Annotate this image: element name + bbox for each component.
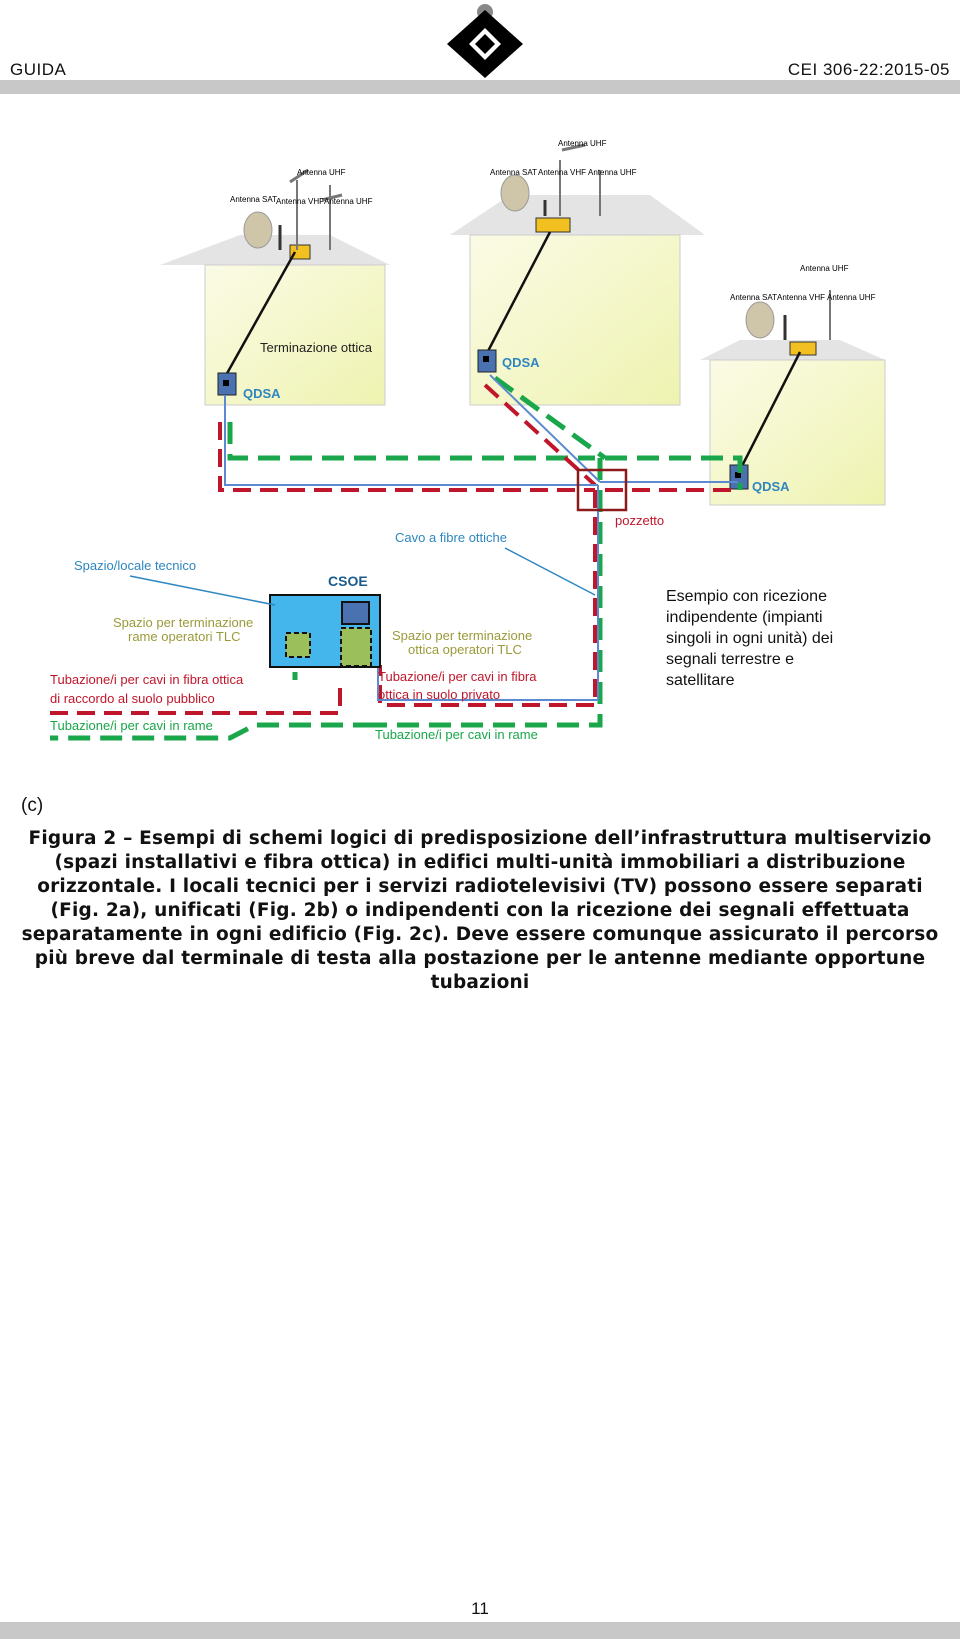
conduit-red [50, 383, 740, 715]
label-antenna-vhf-3: Antenna VHF [777, 293, 825, 302]
label-tub-fibra-pub-2: di raccordo al suolo pubblico [50, 691, 215, 706]
example-line-3: singoli in ogni unità) dei [666, 630, 833, 647]
label-antenna-uhf-2b: Antenna UHF [558, 140, 607, 148]
footer-bar [0, 1622, 960, 1639]
label-qdsa-3: QDSA [752, 479, 790, 494]
label-tub-fibra-pub-1: Tubazione/i per cavi in fibra ottica [50, 672, 244, 687]
label-spazio-rame-2: rame operatori TLC [128, 629, 240, 644]
label-spazio-locale: Spazio/locale tecnico [74, 558, 196, 573]
label-terminazione-ottica: Terminazione ottica [260, 340, 373, 355]
header-doc-code: CEI 306-22:2015-05 [787, 60, 950, 79]
pozzetto-box [576, 468, 628, 512]
label-antenna-uhf-2: Antenna UHF [588, 168, 637, 177]
label-antenna-uhf-3b: Antenna UHF [800, 264, 849, 273]
label-tub-fibra-priv-1: Tubazione/i per cavi in fibra [378, 669, 537, 684]
figure-tag: (c) [21, 795, 44, 816]
label-qdsa-1: QDSA [243, 386, 281, 401]
label-spazio-ottica-2: ottica operatori TLC [408, 642, 522, 657]
example-line-5: satellitare [666, 672, 735, 689]
example-line-4: segnali terrestre e [666, 651, 794, 668]
example-line-2: indipendente (impianti [666, 609, 823, 626]
figure-diagram: Antenna SAT Antenna VHF Antenna UHF Ante… [50, 140, 886, 742]
building-3: Antenna SAT Antenna VHF Antenna UHF Ante… [700, 264, 886, 506]
label-antenna-vhf-1: Antenna VHF [276, 197, 324, 206]
label-spazio-ottica-1: Spazio per terminazione [392, 628, 532, 643]
example-note: Esempio con ricezione indipendente (impi… [666, 588, 833, 689]
label-antenna-sat-3: Antenna SAT [730, 293, 777, 302]
label-antenna-uhf-1: Antenna UHF [324, 197, 373, 206]
building-2: Antenna SAT Antenna VHF Antenna UHF Ante… [450, 140, 705, 406]
label-cavo-fibre: Cavo a fibre ottiche [395, 530, 507, 545]
label-antenna-uhf-1b: Antenna UHF [297, 168, 346, 177]
building-1: Antenna SAT Antenna VHF Antenna UHF Ante… [160, 168, 390, 406]
page-number: 11 [471, 1599, 489, 1618]
label-antenna-sat-2: Antenna SAT [490, 168, 537, 177]
header-doc-type: GUIDA [10, 60, 67, 79]
label-tub-rame-left: Tubazione/i per cavi in rame [50, 718, 213, 733]
csoe-box: CSOE [269, 573, 381, 668]
example-line-1: Esempio con ricezione [666, 588, 827, 605]
label-csoe: CSOE [328, 573, 368, 589]
label-pozzetto: pozzetto [615, 513, 664, 528]
label-spazio-rame-1: Spazio per terminazione [113, 615, 253, 630]
label-antenna-sat-1: Antenna SAT [230, 195, 277, 204]
label-tub-rame-bottom: Tubazione/i per cavi in rame [375, 727, 538, 742]
label-tub-fibra-priv-2: ottica in suolo privato [378, 687, 500, 702]
header-bar [0, 80, 960, 94]
label-antenna-vhf-2: Antenna VHF [538, 168, 586, 177]
figure-caption: Figura 2 – Esempi di schemi logici di pr… [21, 828, 939, 993]
label-qdsa-2: QDSA [502, 355, 540, 370]
cei-logo [447, 4, 523, 78]
label-antenna-uhf-3: Antenna UHF [827, 293, 876, 302]
